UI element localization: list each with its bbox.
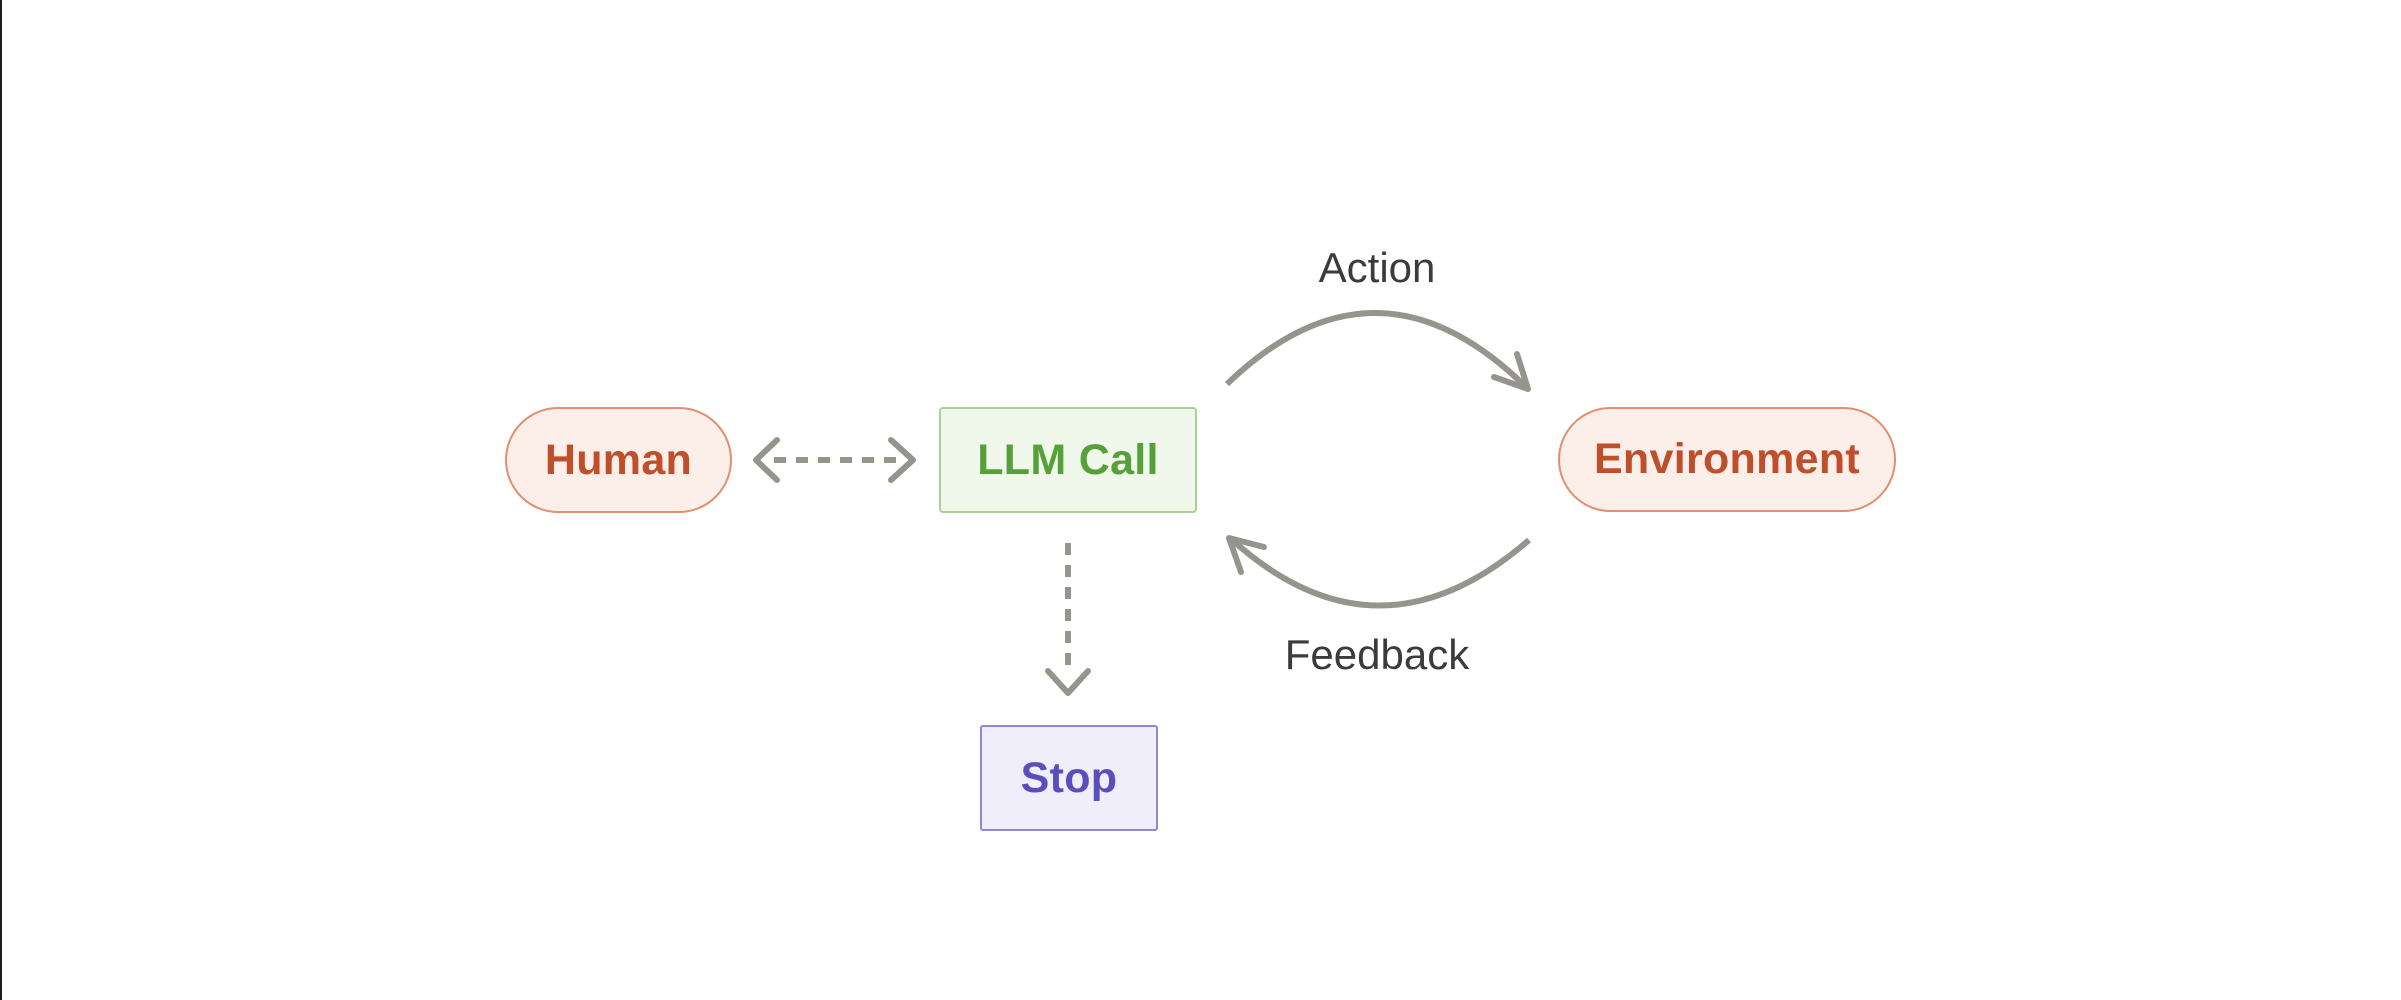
- node-environment: Environment: [1558, 407, 1896, 512]
- node-llm-call: LLM Call: [939, 407, 1197, 513]
- node-stop-label: Stop: [1020, 753, 1118, 802]
- action-label: Action: [1318, 244, 1436, 291]
- feedback-arrow: [1226, 535, 1531, 609]
- node-environment-label: Environment: [1593, 435, 1861, 483]
- node-human-label: Human: [544, 435, 693, 484]
- llm-stop-arrow: [1045, 543, 1091, 696]
- node-llm-call-label: LLM Call: [977, 435, 1159, 484]
- action-arrow: [1224, 310, 1531, 392]
- node-stop: Stop: [980, 725, 1158, 831]
- screen-left-edge: [0, 0, 2, 1000]
- node-human: Human: [505, 407, 732, 513]
- human-llm-arrow: [753, 437, 916, 483]
- feedback-label: Feedback: [1284, 631, 1470, 678]
